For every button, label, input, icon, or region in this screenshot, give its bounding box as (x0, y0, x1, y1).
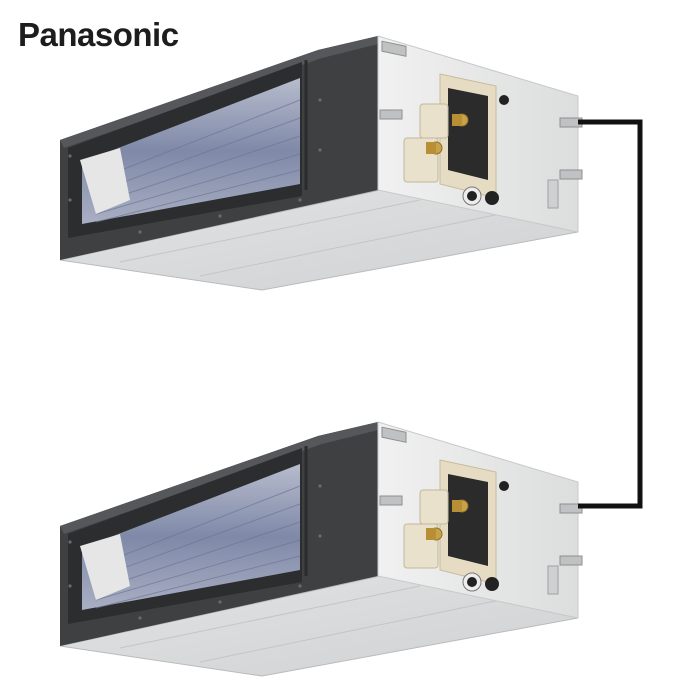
indoor-unit-upper (58, 34, 584, 292)
connecting-cable (578, 119, 643, 509)
brand-logo: Panasonic (18, 16, 179, 53)
indoor-unit-lower (58, 420, 584, 678)
